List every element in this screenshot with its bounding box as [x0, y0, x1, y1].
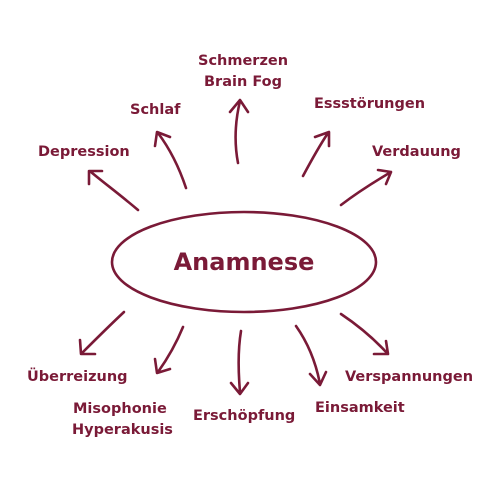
label-einsamkeit: Einsamkeit [315, 400, 405, 416]
arrow-ueberreizung [78, 310, 126, 356]
arrow-schmerzen [228, 98, 250, 165]
arrow-verspannungen [339, 312, 390, 356]
arrow-depression [87, 169, 140, 212]
label-hyperakusis: Hyperakusis [72, 422, 173, 438]
label-schmerzen: Schmerzen [198, 53, 289, 69]
label-ueberreizung: Überreizung [27, 369, 128, 385]
label-verdauung: Verdauung [372, 144, 461, 160]
label-erschoepfung: Erschöpfung [193, 408, 296, 424]
label-depression: Depression [38, 144, 130, 160]
arrow-essstoerungen [301, 130, 331, 178]
center-label: Anamnese [173, 248, 315, 276]
arrow-einsamkeit [294, 324, 328, 387]
arrow-erschoepfung [229, 329, 250, 396]
arrow-verdauung [339, 168, 393, 207]
arrow-misophonie [153, 325, 185, 375]
label-essstoerungen: Essstörungen [314, 96, 426, 112]
label-misophonie: Misophonie [73, 401, 167, 417]
label-brain-fog: Brain Fog [204, 74, 282, 90]
center-ellipse [110, 210, 378, 314]
arrow-schlaf [153, 130, 188, 190]
label-verspannungen: Verspannungen [345, 369, 474, 385]
label-schlaf: Schlaf [130, 102, 181, 118]
